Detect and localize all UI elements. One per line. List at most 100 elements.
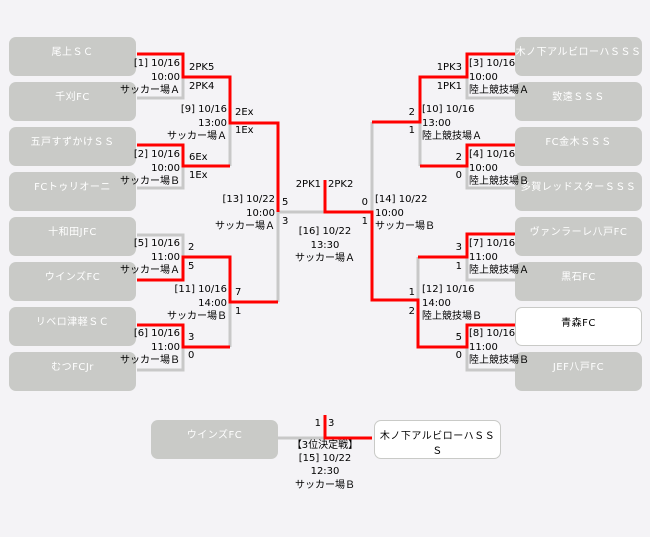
final-score-left: 2PK1 <box>295 179 321 190</box>
match-venue: サッカー場Ｂ <box>120 355 180 366</box>
final-score-right: 2PK2 <box>328 179 354 190</box>
match-venue: 陸上競技場Ａ <box>469 85 529 96</box>
match-score: 2PK5 <box>189 62 215 73</box>
match-score: 0 <box>188 350 195 361</box>
third-place-no: [15] 10/22 <box>298 453 352 465</box>
match-venue: サッカー場Ｂ <box>120 176 180 187</box>
match-time: 10:00 <box>469 162 498 174</box>
match-score: 3 <box>188 332 195 343</box>
match-time: 11:00 <box>151 341 180 353</box>
match-score: 1 <box>408 125 415 136</box>
line-m7-win <box>418 232 515 259</box>
line-m3-bottom <box>465 77 515 100</box>
team-box-left[interactable]: むつFCJr <box>9 352 136 391</box>
line-m6-win <box>137 323 230 349</box>
line-final-win <box>323 180 515 349</box>
team-box-right[interactable]: 青森FC <box>515 307 642 346</box>
team-box-left[interactable]: 五戸すずかけＳＳ <box>9 127 136 166</box>
match-time: 14:00 <box>422 297 451 309</box>
team-box-left[interactable]: 千刈FC <box>9 82 136 121</box>
match-venue: 陸上競技場Ａ <box>422 131 482 142</box>
line-m4-bottom <box>465 166 515 190</box>
match-time: 10:00 <box>151 162 180 174</box>
team-box-left[interactable]: 尾上ＳＣ <box>9 37 136 76</box>
match-venue: 陸上競技場Ｂ <box>469 176 529 187</box>
match-score: 1 <box>235 306 242 317</box>
match-score: 1 <box>455 261 462 272</box>
team-box-left[interactable]: リベロ津軽ＳＣ <box>9 307 136 346</box>
match-no: [14] 10/22 <box>375 194 428 205</box>
match-no: [13] 10/22 <box>222 194 275 205</box>
team-box-right[interactable]: FC金木ＳＳＳ <box>515 127 642 166</box>
match-time: 10:00 <box>151 71 180 83</box>
line-m7-bottom <box>465 257 515 282</box>
line-m1-bottom <box>137 77 185 100</box>
match-venue: 陸上競技場Ｂ <box>422 311 482 322</box>
match-no: [5] 10/16 <box>133 238 180 249</box>
match-time: 13:00 <box>198 117 227 129</box>
team-box-right[interactable]: 木ノ下アルビローハＳＳＳ <box>515 37 642 76</box>
match-score: 1PK3 <box>436 62 462 73</box>
match-time: 13:00 <box>422 117 451 129</box>
team-box-right[interactable]: JEF八戸FC <box>515 352 642 391</box>
third-place-time: 12:30 <box>310 466 340 478</box>
team-box-left[interactable]: FCトゥリオーニ <box>9 172 136 211</box>
third-place-title: 【3位決定戦】 <box>291 440 359 451</box>
team-box-right[interactable]: 多賀レッドスターＳＳＳ <box>515 172 642 211</box>
match-score: 1 <box>361 216 368 227</box>
match-venue: 陸上競技場Ａ <box>469 265 529 276</box>
third-place-team-left[interactable]: ウインズFC <box>151 420 278 459</box>
match-time: 10:00 <box>375 207 404 219</box>
match-score: 7 <box>235 287 242 298</box>
match-time: 11:00 <box>469 341 498 353</box>
match-time: 11:00 <box>151 251 180 263</box>
match-time: 10:00 <box>469 71 498 83</box>
match-no: [2] 10/16 <box>133 149 180 160</box>
match-venue: 陸上競技場Ｂ <box>469 355 529 366</box>
line-m4-win <box>420 143 515 168</box>
match-no: [4] 10/16 <box>469 149 516 160</box>
match-score: 1PK1 <box>436 81 462 92</box>
match-venue: サッカー場Ａ <box>120 85 180 96</box>
line-m6-bottom <box>137 347 185 372</box>
line-m5-win <box>137 255 278 304</box>
match-no: [10] 10/16 <box>422 104 475 115</box>
match-time: 11:00 <box>469 251 498 263</box>
match-venue: サッカー場Ａ <box>120 265 180 276</box>
match-no: [3] 10/16 <box>469 58 516 69</box>
final-no: [16] 10/22 <box>298 226 352 237</box>
match-no: [12] 10/16 <box>422 284 475 295</box>
match-no: [7] 10/16 <box>469 238 516 249</box>
match-no: [6] 10/16 <box>133 328 180 339</box>
match-score: 2Ex <box>235 107 254 118</box>
match-no: [9] 10/16 <box>180 104 227 115</box>
line-m8-bottom <box>465 347 515 372</box>
team-box-left[interactable]: 十和田JFC <box>9 217 136 256</box>
match-score: 3 <box>282 216 289 227</box>
match-venue: サッカー場Ａ <box>167 131 227 142</box>
match-score: 3 <box>455 242 462 253</box>
match-no: [8] 10/16 <box>469 328 516 339</box>
team-box-right[interactable]: ヴァンラーレ八戸FC <box>515 217 642 256</box>
match-score: 2PK4 <box>189 81 215 92</box>
match-no: [1] 10/16 <box>133 58 180 69</box>
third-score-right: 3 <box>328 418 335 429</box>
match-score: 6Ex <box>189 152 208 163</box>
line-m2-bottom <box>137 166 185 190</box>
match-score: 0 <box>361 197 368 208</box>
match-time: 10:00 <box>246 207 275 219</box>
match-score: 5 <box>282 197 289 208</box>
team-box-right[interactable]: 致遠ＳＳＳ <box>515 82 642 121</box>
match-score: 5 <box>455 332 462 343</box>
match-venue: サッカー場Ｂ <box>167 311 227 322</box>
final-venue: サッカー場Ａ <box>295 253 355 264</box>
line-m3-win <box>372 52 515 124</box>
line-m1-win <box>137 52 280 212</box>
line-third-win <box>323 415 372 440</box>
team-box-right[interactable]: 黒石FC <box>515 262 642 301</box>
third-place-team-right[interactable]: 木ノ下アルビローハＳＳＳ <box>374 420 501 459</box>
match-score: 0 <box>455 350 462 361</box>
team-box-left[interactable]: ウインズFC <box>9 262 136 301</box>
match-score: 2 <box>408 107 415 118</box>
